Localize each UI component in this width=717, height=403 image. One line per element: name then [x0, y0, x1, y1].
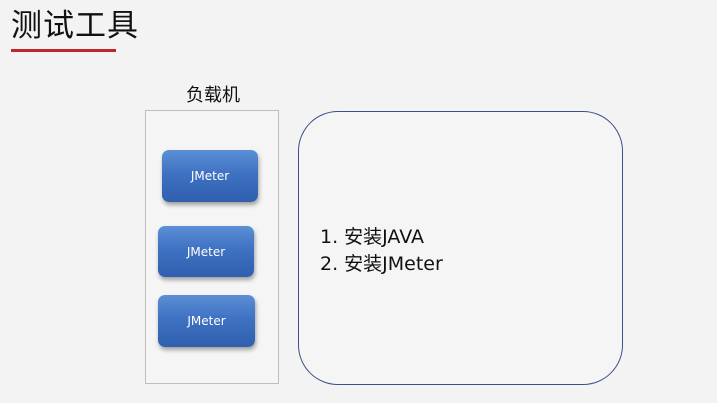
jmeter-button-3[interactable]: JMeter — [158, 295, 255, 347]
steps-panel — [298, 111, 623, 385]
steps-list: 1. 安装JAVA 2. 安装JMeter — [320, 224, 443, 278]
title-underline — [11, 49, 116, 52]
slide-title: 测试工具 — [11, 8, 139, 44]
jmeter-button-1[interactable]: JMeter — [162, 150, 258, 202]
load-machine-label: 负载机 — [186, 85, 240, 106]
jmeter-button-2[interactable]: JMeter — [158, 226, 254, 277]
step-item-install-java: 1. 安装JAVA — [320, 226, 424, 248]
step-item-install-jmeter: 2. 安装JMeter — [320, 253, 443, 275]
